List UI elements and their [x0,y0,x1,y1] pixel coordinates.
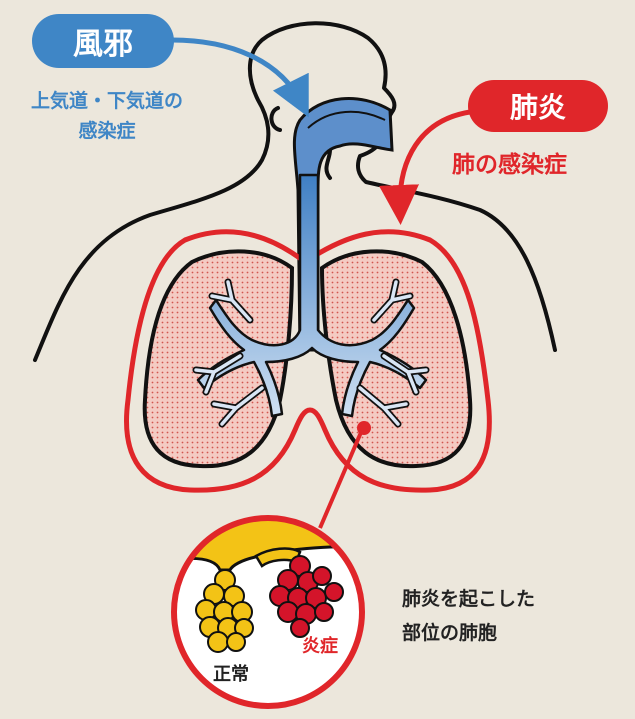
inflamed-site-caption-line2: 部位の肺胞 [402,616,535,650]
alveoli-inset [170,517,370,706]
inset-connector [320,430,362,528]
cold-label: 風邪 [32,14,174,68]
inflamed-site-caption: 肺炎を起こした 部位の肺胞 [402,582,535,650]
pneumonia-label: 肺炎 [468,80,608,132]
cold-description-line2: 感染症 [0,116,214,146]
cold-description-line1: 上気道・下気道の [0,86,214,116]
cold-description: 上気道・下気道の 感染症 [0,86,214,146]
inflamed-site-caption-line1: 肺炎を起こした [402,582,535,616]
pneumonia-description: 肺の感染症 [452,145,567,179]
normal-alveoli-label: 正常 [213,660,249,686]
inflamed-alveoli-label: 炎症 [302,632,338,658]
body-outline [35,23,555,360]
